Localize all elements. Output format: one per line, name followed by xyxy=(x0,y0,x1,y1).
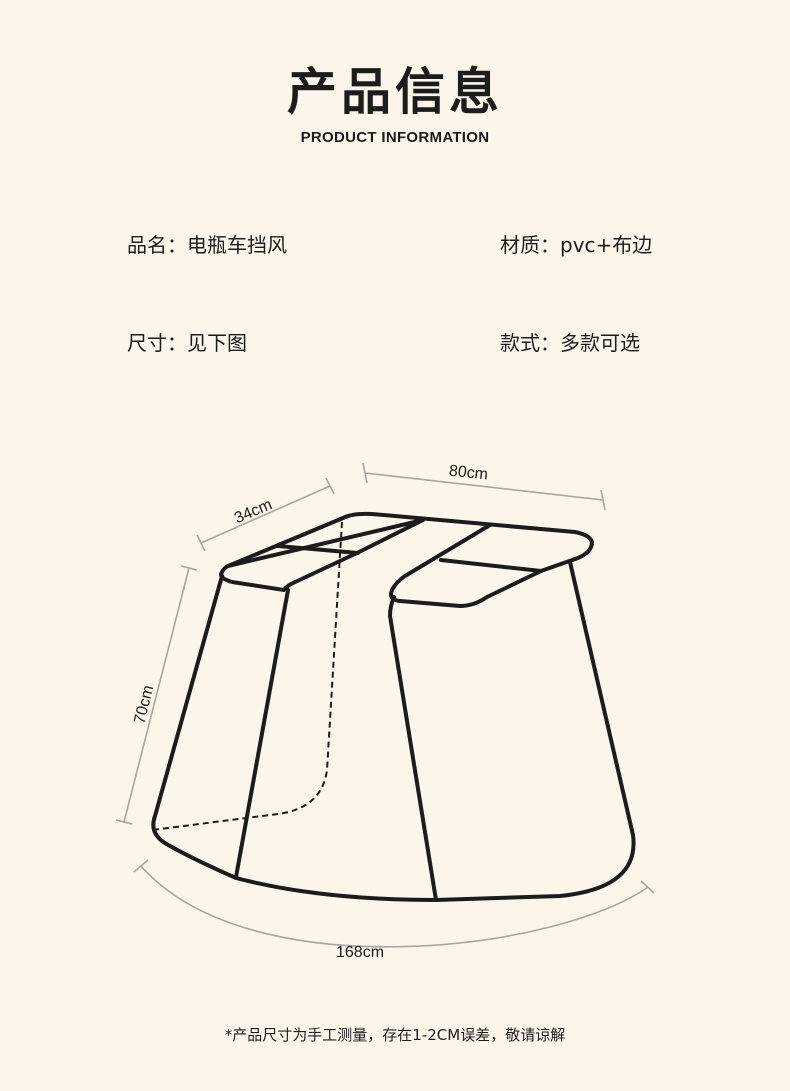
spec-material-value: pvc+布边 xyxy=(560,233,653,257)
spec-product-name-label: 品名： xyxy=(127,233,187,257)
hidden-back-edge xyxy=(151,521,343,831)
spec-material: 材质：pvc+布边 xyxy=(500,229,652,258)
circumference-dimension-line xyxy=(140,865,649,948)
spec-material-label: 材质： xyxy=(500,233,560,257)
depth-dimension-line xyxy=(200,485,331,544)
windshield-dimension-diagram: 80cm 34cm 70cm 168cm xyxy=(115,462,655,961)
spec-size-label: 尺寸： xyxy=(127,331,187,355)
height-dimension-line xyxy=(123,567,190,823)
page-title: 产品信息 xyxy=(287,63,503,121)
dimension-lines xyxy=(115,462,655,948)
spec-style-value: 多款可选 xyxy=(560,331,640,355)
width-dimension-line xyxy=(364,472,604,501)
width-dimension-label: 80cm xyxy=(448,463,489,484)
spec-product-name-value: 电瓶车挡风 xyxy=(187,233,287,257)
spec-style: 款式：多款可选 xyxy=(500,327,640,356)
page-subtitle: PRODUCT INFORMATION xyxy=(300,129,490,146)
spec-size: 尺寸：见下图 xyxy=(127,327,247,356)
spec-product-name: 品名：电瓶车挡风 xyxy=(127,229,287,258)
measurement-disclaimer: *产品尺寸为手工测量，存在1-2CM误差，敬请谅解 xyxy=(224,1026,566,1044)
spec-size-value: 见下图 xyxy=(187,331,247,355)
depth-dimension-label: 34cm xyxy=(232,496,275,527)
spec-style-label: 款式： xyxy=(500,331,560,355)
circumference-dimension-label: 168cm xyxy=(336,944,384,961)
windshield-outline xyxy=(151,511,636,902)
